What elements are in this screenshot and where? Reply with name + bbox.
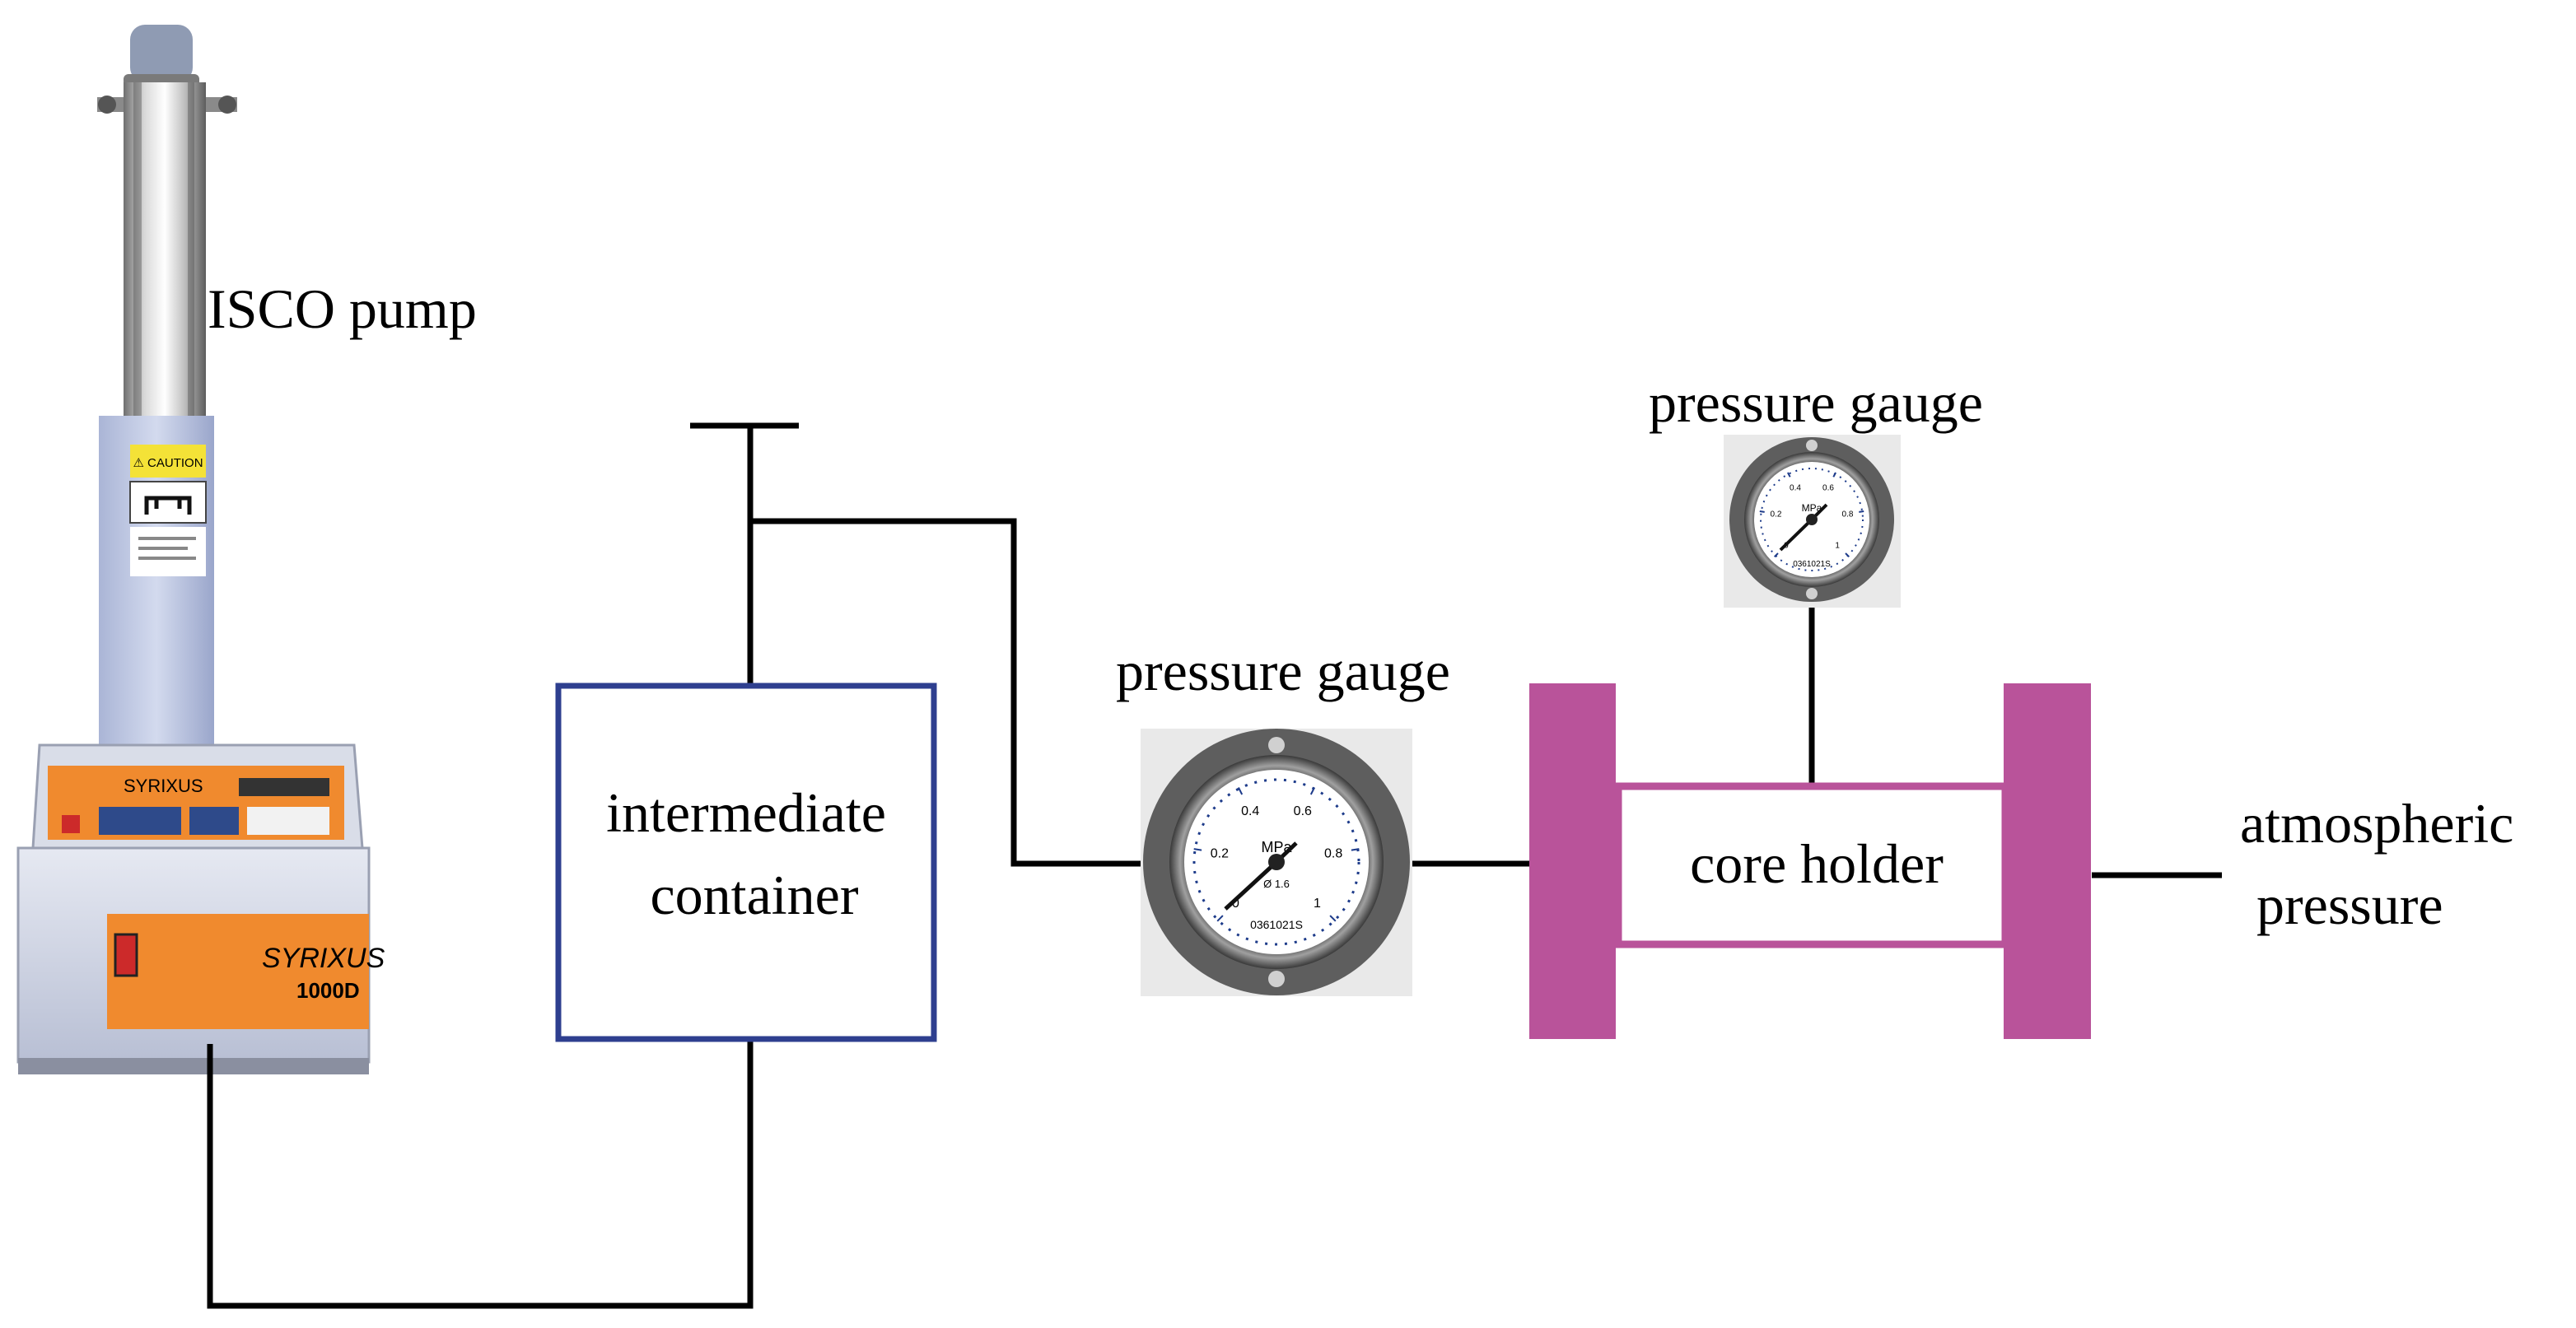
pump-bolt-left [98, 96, 116, 114]
gauge-left-label: pressure gauge [1116, 640, 1450, 702]
gauge-top-tick-mark [1759, 510, 1765, 513]
gauge-left-needle [1224, 860, 1278, 911]
core-holder-end-cap-right [2004, 683, 2091, 1039]
pump-model: 1000D [296, 978, 360, 1003]
container-label-line2: container [651, 864, 859, 926]
gauge-left-tick-mark [1238, 787, 1244, 795]
pump-cap [130, 25, 193, 82]
gauge-left-tick-label: 0.6 [1294, 804, 1312, 818]
pipe-pump-to-container [207, 1039, 754, 1309]
gauge-top-tick-label: 0.2 [1771, 510, 1782, 520]
gauge-top-needle [1779, 518, 1813, 552]
pump-brand-top: SYRIXUS [124, 776, 203, 796]
core-holder-body [1614, 782, 2009, 948]
gauge-left-tick-mark [1193, 848, 1202, 851]
gauge-left-ticks: 0 0.2 0.4 0.6 0.8 1 [1193, 787, 1360, 922]
syringe-pump-icon: ⚠ CAUTION SYRIXUS SYRIXUS 1000D [16, 25, 385, 1074]
gauge-top-tick-mark [1832, 472, 1836, 478]
gauge-top-tick-mark [1773, 552, 1779, 558]
gauge-top-unit: MPa [1802, 502, 1822, 514]
gauge-left-tick-mark [1309, 787, 1315, 795]
pump-bolt-right [218, 96, 236, 114]
gauge-top-hub [1806, 514, 1818, 525]
caution-text: ⚠ CAUTION [133, 456, 203, 470]
gauge-left-serial: 0361021S [1250, 918, 1303, 931]
gauge-top-bolt-top [1806, 440, 1818, 451]
gauge-left-tick-label: 0.8 [1324, 847, 1342, 861]
gauge-top-tick-label: 0.4 [1790, 483, 1801, 492]
gauge-top-tick-mark [1787, 472, 1791, 478]
pressure-gauge-icon: MPa 0361021S 00.20.40.60.81 [1724, 435, 1901, 608]
gauge-top-tick-mark [1845, 552, 1850, 558]
piping [207, 422, 2222, 1309]
power-switch-icon [114, 933, 138, 977]
container-label-line1: intermediate [606, 781, 886, 844]
gauge-top-tick-label: 1 [1835, 542, 1840, 551]
gauge-left-class: Ø 1.6 [1263, 878, 1290, 890]
core-holder [1529, 683, 2091, 1039]
pipe-container-to-gauge [750, 518, 1145, 867]
core-holder-label: core holder [1690, 832, 1944, 895]
gauge-left-tick-label: 1 [1314, 897, 1321, 911]
info-label [130, 527, 206, 576]
gauge-top-tick-mark [1859, 510, 1864, 513]
pump-keypad [62, 807, 329, 835]
gauge-left-tick-label: 0.4 [1241, 804, 1259, 818]
gauge-left-tick-label: 0 [1232, 897, 1239, 911]
pump-brand-front: SYRIXUS [262, 943, 385, 974]
pump-label: ISCO pump [208, 277, 477, 340]
core-holder-end-cap-left [1529, 683, 1616, 1039]
outlet-label-line1: atmospheric [2240, 792, 2513, 855]
gauge-left-bolt-top [1268, 737, 1285, 753]
outlet-label-line2: pressure [2256, 874, 2443, 936]
intermediate-container [555, 683, 937, 1042]
gauge-top-tick-label: 0.6 [1822, 483, 1834, 492]
gauge-left-tick-mark [1351, 848, 1360, 851]
gauge-top-label: pressure gauge [1649, 371, 1983, 434]
clamp-label [129, 481, 207, 524]
gauge-left-tick-mark [1216, 915, 1224, 922]
gauge-left-bolt-bottom [1268, 971, 1285, 987]
pump-base-panel [107, 914, 369, 1029]
gauge-top-bolt-bottom [1806, 588, 1818, 599]
gauge-left-tick-mark [1329, 915, 1337, 922]
gauge-top-serial: 0361021S [1793, 560, 1831, 569]
gauge-left-hub [1268, 854, 1285, 870]
gauge-top-tick-label: 0.8 [1842, 510, 1854, 520]
caution-label [130, 445, 206, 478]
gauge-left-tick-label: 0.2 [1211, 847, 1229, 861]
pump-cylinder [124, 82, 206, 420]
pump-display [239, 778, 329, 796]
